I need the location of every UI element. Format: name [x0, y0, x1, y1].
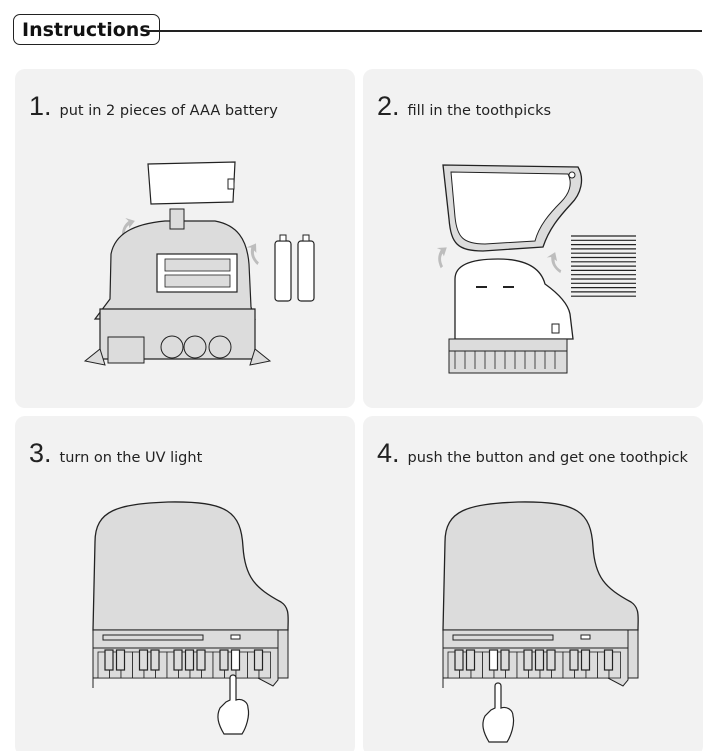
base-hole — [160, 335, 184, 359]
uv-slot — [102, 634, 204, 641]
device-body — [454, 258, 574, 340]
step-number: 3. — [29, 438, 52, 468]
device-keys — [448, 350, 568, 374]
black-key — [454, 649, 464, 671]
lid-inner — [450, 171, 571, 245]
step-text: turn on the UV light — [59, 450, 203, 466]
black-key — [569, 649, 579, 671]
step-number: 1. — [29, 91, 52, 121]
step-number: 2. — [377, 91, 400, 121]
step-number: 4. — [377, 438, 400, 468]
uv-light-illustration — [92, 501, 289, 735]
battery-install-illustration — [83, 161, 315, 366]
black-key — [534, 649, 545, 671]
pointing-finger-icon — [217, 674, 250, 735]
step-4-heading: 4. push the button and get one toothpick — [377, 438, 688, 469]
base-foot — [249, 348, 272, 366]
piano-device — [442, 501, 639, 688]
clip — [169, 208, 185, 230]
toothpick-fill-illustration — [436, 164, 636, 374]
step-3-panel: 3. turn on the UV light — [15, 416, 355, 751]
piano-side — [627, 629, 639, 679]
uv-switch — [580, 634, 591, 640]
black-key — [150, 649, 160, 671]
black-key — [115, 649, 126, 671]
piano-lid — [442, 501, 639, 631]
uv-slot — [452, 634, 554, 641]
piano-side — [277, 629, 289, 679]
black-key — [500, 649, 510, 671]
direction-arrow-icon — [436, 247, 447, 269]
step-3-heading: 3. turn on the UV light — [29, 438, 202, 469]
section-title: Instructions — [13, 14, 160, 45]
black-key — [465, 649, 476, 671]
black-key — [173, 649, 183, 671]
dispense-illustration — [442, 501, 639, 743]
pointing-finger-icon — [482, 682, 515, 743]
piano-device — [92, 501, 289, 688]
black-key — [138, 649, 149, 671]
step-text: fill in the toothpicks — [407, 103, 552, 119]
uv-switch — [230, 634, 241, 640]
step-text: push the button and get one toothpick — [407, 450, 688, 466]
base-hole — [183, 335, 207, 359]
black-key — [219, 649, 229, 671]
battery-slot — [164, 258, 231, 272]
highlighted-key — [488, 649, 499, 671]
aaa-battery — [274, 240, 292, 302]
device-front — [448, 338, 568, 352]
direction-arrow-icon — [246, 243, 259, 265]
battery-cover — [147, 161, 236, 205]
black-key — [196, 649, 206, 671]
black-key — [603, 649, 614, 671]
aaa-battery — [297, 240, 315, 302]
step-2-panel: 2. fill in the toothpicks — [363, 69, 703, 408]
battery-slot — [164, 274, 231, 288]
battery-terminal — [302, 234, 310, 242]
highlighted-key — [230, 649, 241, 671]
direction-arrow-icon — [546, 252, 562, 274]
step-1-panel: 1. put in 2 pieces of AAA battery — [15, 69, 355, 408]
black-key — [253, 649, 264, 671]
title-divider — [147, 30, 702, 32]
step-text: put in 2 pieces of AAA battery — [59, 103, 278, 119]
piano-lid — [92, 501, 289, 631]
switch — [551, 323, 560, 334]
step-1-heading: 1. put in 2 pieces of AAA battery — [29, 91, 278, 122]
black-key — [546, 649, 556, 671]
base-hole — [208, 335, 232, 359]
lid-hinge — [568, 171, 576, 179]
cover-latch — [227, 178, 235, 190]
black-key — [580, 649, 591, 671]
battery-terminal — [279, 234, 287, 242]
black-key — [104, 649, 114, 671]
step-4-panel: 4. push the button and get one toothpick — [363, 416, 703, 751]
direction-arrow-icon — [121, 217, 135, 239]
base-panel — [107, 336, 145, 364]
step-2-heading: 2. fill in the toothpicks — [377, 91, 551, 122]
base-foot — [83, 348, 106, 366]
black-key — [523, 649, 533, 671]
black-key — [184, 649, 195, 671]
